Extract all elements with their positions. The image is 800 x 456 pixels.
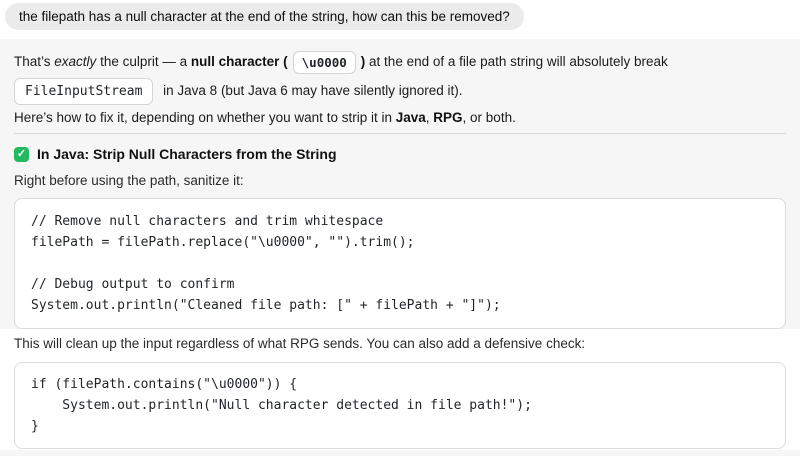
- java-section-heading: In Java: Strip Null Characters from the …: [37, 146, 337, 162]
- assistant-message-section: That’s exactly the culprit — a null char…: [0, 39, 800, 329]
- defensive-check-code-block: if (filePath.contains("\u0000")) { Syste…: [14, 362, 786, 449]
- fix-intro-paragraph: Here’s how to fix it, depending on wheth…: [14, 108, 786, 127]
- intro-text-4: in Java 8 (but Java 6 may have silently …: [159, 83, 463, 98]
- intro-paragraph: That’s exactly the culprit — a null char…: [14, 47, 786, 105]
- next-message-section-edge: [0, 450, 800, 456]
- user-message-bubble: the filepath has a null character at the…: [5, 3, 524, 30]
- intro-bold-open: null character (: [190, 54, 288, 69]
- fileinputstream-inline-code: FileInputStream: [14, 77, 154, 105]
- user-message-text: the filepath has a null character at the…: [19, 9, 510, 24]
- followup-text: This will clean up the input regardless …: [14, 336, 586, 351]
- fix-text-3: , or both.: [462, 110, 516, 125]
- java-sanitize-code-block: // Remove null characters and trim white…: [14, 198, 786, 329]
- check-icon: ✓: [14, 146, 29, 162]
- java-section-heading-row: ✓ In Java: Strip Null Characters from th…: [14, 145, 786, 163]
- fix-text-2: ,: [425, 110, 434, 125]
- followup-section: This will clean up the input regardless …: [0, 329, 800, 449]
- intro-text-1: That’s: [14, 54, 55, 69]
- intro-text-2: the culprit — a: [96, 54, 191, 69]
- section-divider: [14, 133, 786, 134]
- fix-bold-java: Java: [395, 110, 426, 125]
- intro-text-3: at the end of a file path string will ab…: [365, 54, 668, 69]
- fix-text-1: Here’s how to fix it, depending on wheth…: [14, 110, 396, 125]
- fix-bold-rpg: RPG: [433, 110, 463, 125]
- intro-bold-close: ): [360, 54, 366, 69]
- sanitize-instruction: Right before using the path, sanitize it…: [14, 173, 244, 188]
- null-char-inline-code: \u0000: [292, 50, 356, 74]
- intro-emphasis: exactly: [54, 54, 97, 69]
